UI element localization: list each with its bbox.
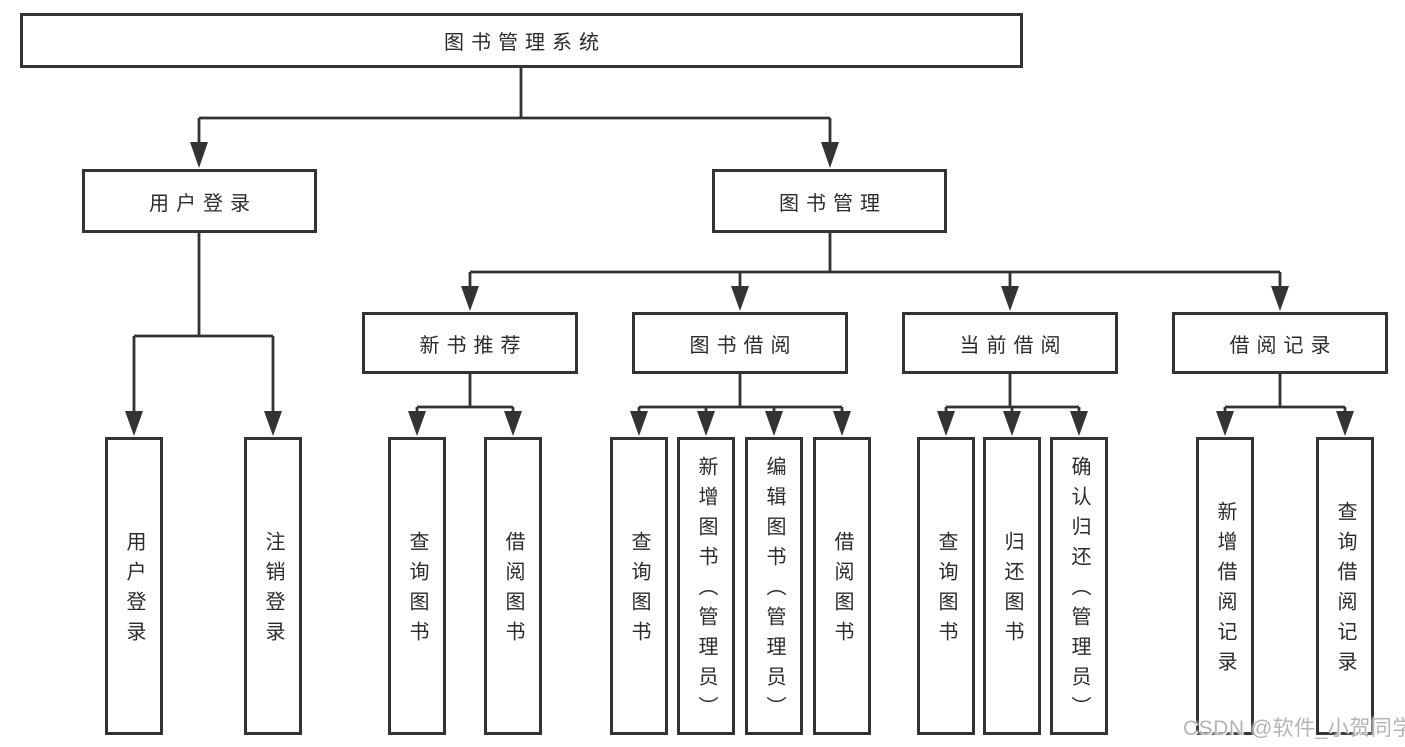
- node-borrowing-records: 借阅记录: [1172, 312, 1388, 374]
- node-label: 借阅记录: [1229, 334, 1338, 357]
- node-label: 借阅图书: [502, 531, 524, 651]
- node-label: 借阅图书: [831, 531, 853, 651]
- node-book-borrowing: 图书借阅: [632, 312, 848, 374]
- node-label: 用户登录: [123, 531, 145, 651]
- node-label: 查询图书: [406, 531, 428, 651]
- leaf-user-login: 用户登录: [105, 437, 163, 735]
- node-label: 新书推荐: [419, 334, 528, 357]
- leaf-borrow-books-recommend: 借阅图书: [484, 437, 542, 735]
- leaf-query-books-current: 查询图书: [917, 437, 975, 735]
- csdn-watermark: CSDN @软件_小贺同学: [1183, 717, 1405, 740]
- node-label: 图书管理系统: [444, 32, 606, 54]
- node-label: 注销登录: [262, 531, 284, 651]
- leaf-add-book-admin: 新增图书（管理员）: [677, 437, 735, 735]
- node-library-system: 图书管理系统: [20, 13, 1023, 68]
- node-label: 查询图书: [628, 531, 650, 651]
- node-user-login: 用户登录: [82, 169, 317, 233]
- node-label: 当前借阅: [959, 334, 1068, 357]
- node-label: 查询借阅记录: [1334, 501, 1356, 681]
- node-label: 用户登录: [149, 192, 257, 215]
- node-new-book-recommendation: 新书推荐: [362, 312, 578, 374]
- node-label: 确认归还（管理员）: [1068, 456, 1090, 726]
- node-label: 图书管理: [779, 192, 887, 215]
- node-label: 归还图书: [1001, 531, 1023, 651]
- leaf-edit-book-admin: 编辑图书（管理员）: [745, 437, 803, 735]
- leaf-confirm-return-admin: 确认归还（管理员）: [1050, 437, 1108, 735]
- node-label: 图书借阅: [689, 334, 798, 357]
- node-label: 新增借阅记录: [1214, 501, 1236, 681]
- node-book-management: 图书管理: [712, 169, 947, 233]
- leaf-add-borrow-record: 新增借阅记录: [1196, 437, 1254, 735]
- leaf-logout: 注销登录: [244, 437, 302, 735]
- node-label: 查询图书: [935, 531, 957, 651]
- node-label: 编辑图书（管理员）: [763, 456, 785, 726]
- node-label: 新增图书（管理员）: [695, 456, 717, 726]
- node-current-borrowing: 当前借阅: [902, 312, 1118, 374]
- leaf-borrow-books-borrowing: 借阅图书: [813, 437, 871, 735]
- leaf-return-books: 归还图书: [983, 437, 1041, 735]
- leaf-query-books-recommend: 查询图书: [388, 437, 446, 735]
- leaf-query-borrow-record: 查询借阅记录: [1316, 437, 1374, 735]
- arrowheads: [125, 142, 1354, 436]
- leaf-query-books-borrowing: 查询图书: [610, 437, 668, 735]
